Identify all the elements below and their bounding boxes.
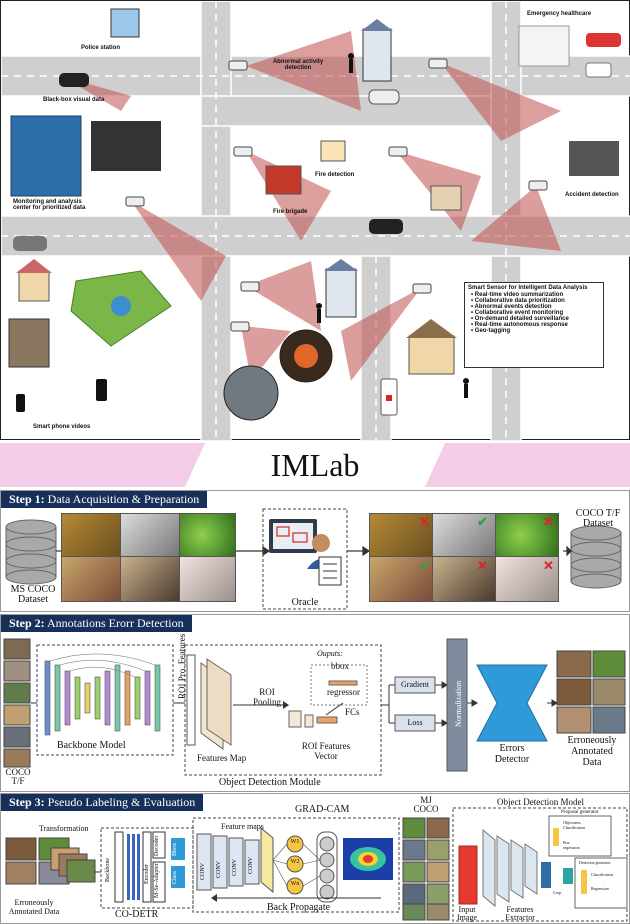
coco-image xyxy=(179,513,236,557)
cross-mark-icon: ✕ xyxy=(543,558,554,573)
fcs-label: FCs xyxy=(345,707,360,717)
regression-label: Regression xyxy=(591,886,609,891)
outputs-label: Ouputs: xyxy=(317,649,343,658)
conv-label: CONV xyxy=(232,858,238,876)
check-mark-icon: ✔ xyxy=(419,558,430,573)
cross-mark-icon: ✕ xyxy=(543,514,554,529)
sensor-item: • On-demand detailed surveillance xyxy=(471,316,569,322)
box-regression-label: Box regression xyxy=(563,840,580,850)
step3-svg xyxy=(5,807,628,922)
smartphone-videos-label: Smart phone videos xyxy=(33,424,91,430)
oracle-label: Oracle xyxy=(291,597,319,608)
coco-tf-image xyxy=(369,556,433,602)
input-image-label: Input Image xyxy=(457,905,477,922)
erroneous-annotated-label: Erroneously Annotated Data xyxy=(567,735,617,768)
step2-title: Step 2: Annotations Erorr Detection xyxy=(1,615,192,632)
sensor-item: • Geo-tagging xyxy=(471,328,511,334)
w1-label: W1 xyxy=(290,839,300,845)
codetr-label: CO-DETR xyxy=(115,909,159,920)
conv-label: CONV xyxy=(200,862,206,880)
step1-svg xyxy=(5,508,622,610)
gradcam-label: GRAD-CAM xyxy=(295,804,350,815)
fire-brigade-label: Fire brigade xyxy=(273,209,308,215)
monitoring-label: Monitoring and analysis center for prior… xyxy=(13,199,86,211)
adapter-label: M-Se-Adapter xyxy=(154,863,160,898)
sensor-item: • Collaborative data prioritization xyxy=(471,298,565,304)
proposal-generator-label: Proposal generator xyxy=(561,810,599,815)
step2-panel: Step 2: Annotations Erorr Detection xyxy=(0,614,630,792)
coco-image xyxy=(179,556,236,602)
accident-detection-label: Accident detection xyxy=(565,192,619,198)
sensor-item: • Abnormal events detection xyxy=(471,304,552,310)
fire-detection-label: Fire detection xyxy=(315,172,355,178)
coco-tf-image xyxy=(432,513,496,557)
errors-detector-label: Errors Detector xyxy=(494,743,530,765)
features-extractor-label: Features Extractor xyxy=(505,905,535,922)
w2-label: W2 xyxy=(290,859,300,865)
cross-mark-icon: ✕ xyxy=(477,558,488,573)
banner-title: IMLab xyxy=(270,447,360,483)
objectness-label: Objectness Classification xyxy=(563,820,585,830)
city-roads-svg xyxy=(1,1,630,441)
feature-maps-label: Feature maps xyxy=(221,822,264,831)
step1-panel: Step 1: Data Acquisition & Preparation xyxy=(0,490,630,612)
coco-image xyxy=(61,556,121,602)
coco-image xyxy=(120,513,180,557)
cross-mark-icon: ✕ xyxy=(419,514,430,529)
coco-tf-input-label: COCO T/F xyxy=(5,767,31,786)
abnormal-activity-label: Abnormal activity detection xyxy=(272,59,324,71)
roi-pooling-label: ROI Pooling xyxy=(252,687,281,707)
detection-generator-label: Detection generator xyxy=(579,860,611,865)
sensor-item: • Real-time video summarization xyxy=(471,292,564,298)
detection-module-label: Object Detection Module xyxy=(219,777,321,788)
bbox-output-label: Bbox xyxy=(172,842,178,856)
check-mark-icon: ✔ xyxy=(477,514,488,529)
smart-sensor-title: Smart Sensor for Intelligent Data Analys… xyxy=(468,285,588,291)
decoder-label: Decoder xyxy=(154,835,160,856)
mj-coco-label: MJ COCO xyxy=(413,795,439,814)
erroneous-data-label: Erroneously Annotated Data xyxy=(8,898,60,916)
coco-tf-dataset-label: COCO T/F Dataset xyxy=(575,508,621,529)
banner-ribbons-svg xyxy=(0,443,630,487)
ms-coco-dataset-label: MS COCO Dataset xyxy=(10,584,56,605)
emergency-healthcare-label: Emergency healthcare xyxy=(527,11,592,17)
odm-label: Object Detection Model xyxy=(497,797,584,807)
bbox-label: bbox xyxy=(331,661,349,671)
roi-vector-label: ROI Features Vector xyxy=(301,741,351,761)
loss-label: Loss xyxy=(407,718,423,727)
step3-panel: Step 3: Pseudo Labeling & Evaluation xyxy=(0,793,630,924)
banner: IMLab xyxy=(0,443,630,487)
backbone-model-label: Backbone Model xyxy=(57,740,126,751)
transformation-label: Transformation xyxy=(39,824,89,833)
conv-label: CONV xyxy=(216,860,222,878)
police-station-label: Police station xyxy=(81,45,121,51)
gradient-label: Gradient xyxy=(401,680,429,689)
conv-label: CONV xyxy=(248,856,254,874)
classification-label: Classification xyxy=(591,872,613,877)
coco-image xyxy=(120,556,180,602)
coco-tf-image xyxy=(432,556,496,602)
class-output-label: Class xyxy=(172,870,178,884)
blackbox-label: Black-box visual data xyxy=(43,97,105,103)
smart-sensor-box: Smart Sensor for Intelligent Data Analys… xyxy=(464,282,604,368)
normalization-label: Normalization xyxy=(454,680,463,727)
coco-tf-image xyxy=(495,556,559,602)
sensor-item: • Collaborative event monitoring xyxy=(471,310,564,316)
smart-city-map: Police station Abnormal activity detecti… xyxy=(0,0,630,441)
features-map-label: Features Map xyxy=(197,753,247,763)
wn-label: Wn xyxy=(290,881,300,887)
coco-image xyxy=(61,513,121,557)
step3-title: Step 3: Pseudo Labeling & Evaluation xyxy=(1,794,204,811)
sensor-item: • Real-time autonomous response xyxy=(471,322,568,328)
crop-label: Crop xyxy=(553,890,561,895)
backbone-label: Backbone xyxy=(105,858,111,882)
regressor-label: regressor xyxy=(327,687,360,697)
step2-svg xyxy=(3,638,626,776)
backprop-label: Back Propagate xyxy=(267,902,331,913)
roi-proj-label: ROI Pro. Features xyxy=(177,633,187,699)
encoder-label: Encoder xyxy=(144,864,150,884)
step1-title: Step 1: Data Acquisition & Preparation xyxy=(1,491,208,508)
